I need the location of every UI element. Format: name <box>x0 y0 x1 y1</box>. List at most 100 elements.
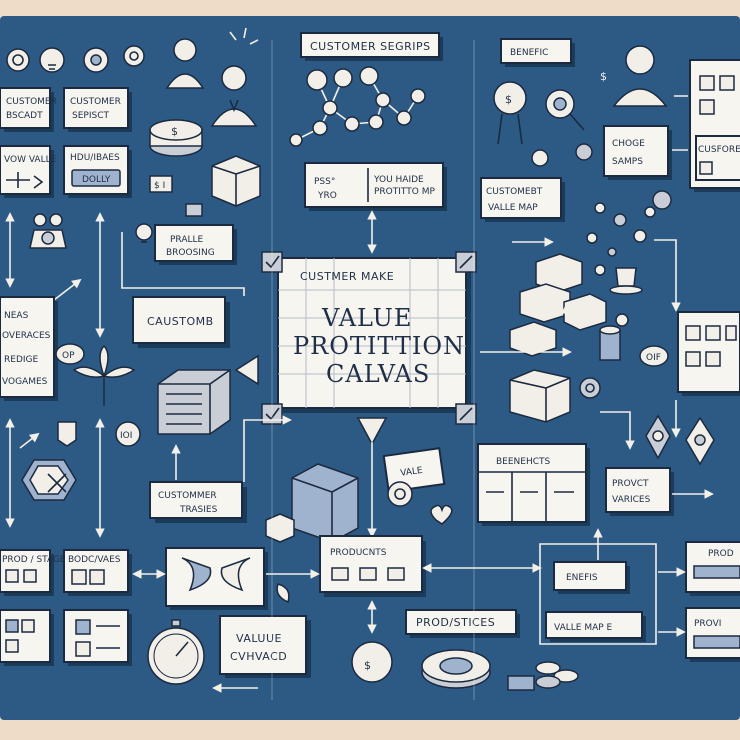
svg-text:OP: OP <box>62 351 75 361</box>
svg-text:BROOSING: BROOSING <box>166 248 215 258</box>
cube-icon <box>265 513 295 543</box>
value-proposition-canvas: CUSTMER MAKE VALUE PROTITTION CALVAS <box>277 257 471 413</box>
canvas-grid <box>278 258 466 408</box>
coin-icon <box>387 481 413 507</box>
svg-text:OVERACES: OVERACES <box>2 331 51 341</box>
svg-text:ENEFIS: ENEFIS <box>566 573 598 583</box>
svg-text:HDU/IBAES: HDU/IBAES <box>70 153 120 163</box>
svg-text:VALUUE: VALUUE <box>236 632 282 645</box>
svg-text:OIF: OIF <box>646 353 661 363</box>
dollar-sign-icon: $ <box>600 70 607 83</box>
hdu-ibaes-card: HDU/IBAES DOLLY <box>63 145 132 198</box>
svg-text:VARICES: VARICES <box>612 495 651 505</box>
svg-text:DOLLY: DOLLY <box>82 175 111 185</box>
svg-text:CUSTOMER SEGRIPS: CUSTOMER SEGRIPS <box>310 40 431 53</box>
dots-scatter <box>586 190 672 276</box>
svg-text:CUSTOMER: CUSTOMER <box>6 97 57 107</box>
connector-line <box>654 239 681 312</box>
person-icon <box>210 65 258 127</box>
svg-text:VALE: VALE <box>400 466 424 479</box>
svg-text:VALLE MAP: VALLE MAP <box>488 203 538 213</box>
connector-frame <box>539 543 657 645</box>
svg-text:PROD: PROD <box>708 549 734 559</box>
svg-text:$: $ <box>171 125 179 138</box>
prod-right-card: PROD <box>685 541 740 596</box>
svg-text:VALLE MAP E: VALLE MAP E <box>554 623 613 633</box>
svg-text:PROVI: PROVI <box>694 619 721 629</box>
crate-icon <box>157 369 231 435</box>
puzzle-icon <box>29 213 67 249</box>
customer-sepisct-card: CUSTOMER SEPISCT <box>63 87 132 132</box>
list-card <box>0 609 54 666</box>
person-icon <box>165 38 205 89</box>
caustomb-card: CAUSTOMB <box>132 296 230 348</box>
stopwatch-icon <box>147 619 205 685</box>
customer-segrips-card: CUSTOMER SEGRIPS <box>300 32 443 61</box>
svg-text:SAMPS: SAMPS <box>612 157 643 167</box>
svg-text:REDIGE: REDIGE <box>4 355 38 365</box>
svg-text:$ I: $ I <box>154 181 165 191</box>
benefic-card: BENEFIC <box>500 38 575 67</box>
play-triangle-icon <box>234 354 259 386</box>
pralle-card: PRALLE BROOSING <box>154 224 237 265</box>
vow-valle-card: VOW VALLE <box>0 145 57 198</box>
checkbox-icon <box>261 403 283 425</box>
value-cvhvacd-card: VALUUE CVHVACD <box>219 615 311 678</box>
benefits-card: BEENEHCTS <box>477 443 590 526</box>
coin-pile-icon <box>507 661 579 691</box>
leaf-icon <box>276 583 290 604</box>
svg-text:IOI: IOI <box>120 431 132 441</box>
dollar-coin-icon: $ <box>351 641 393 683</box>
svg-text:CAUSTOMB: CAUSTOMB <box>147 315 214 328</box>
paper-stack-icon <box>291 463 359 543</box>
coffee-cup-icon <box>609 267 643 295</box>
svg-text:BODC/VAES: BODC/VAES <box>68 555 121 565</box>
svg-text:SEPISCT: SEPISCT <box>72 111 109 121</box>
dashboard-panel <box>677 311 740 396</box>
checkbox-icon <box>455 251 477 273</box>
arrow <box>243 415 292 482</box>
gear-icon <box>83 47 109 73</box>
checkbox-icon <box>455 403 477 425</box>
svg-text:CVHVACD: CVHVACD <box>230 650 287 663</box>
prod-stage-card: PROD / STAGE <box>0 549 66 596</box>
svg-text:$: $ <box>505 93 513 106</box>
heart-icon <box>430 504 453 525</box>
provct-varices-card: PROVCT VARICES <box>605 467 674 516</box>
person-head-icon <box>685 416 715 466</box>
svg-text:VOGAMES: VOGAMES <box>2 377 48 387</box>
svg-text:BEENEHCTS: BEENEHCTS <box>496 457 551 467</box>
svg-text:VOW VALLE: VOW VALLE <box>4 155 57 165</box>
svg-text:CUSFORERL: CUSFORERL <box>698 145 740 155</box>
roll-icon <box>579 377 601 399</box>
cubes-icon <box>509 369 571 423</box>
connector-line <box>672 95 688 151</box>
magnifier-icon <box>545 89 585 131</box>
shield-badge-icon <box>57 421 77 447</box>
connector-line <box>600 411 635 450</box>
lightbulb-icon <box>6 48 30 72</box>
svg-text:CUSTOMER: CUSTOMER <box>70 97 121 107</box>
bodc-vaes-card: BODC/VAES <box>63 549 132 596</box>
page-title-line-3: CALVAS <box>326 360 430 388</box>
card-icon: $ I <box>149 175 173 193</box>
customer-value-map-card: CUSTOMEBT VALLE MAP <box>480 177 565 222</box>
svg-text:YOU HAIDE: YOU HAIDE <box>373 175 424 185</box>
award-badge-icon: $ <box>493 81 527 145</box>
small-badge-icon: IOI <box>115 421 141 447</box>
svg-text:PROD / STAGE: PROD / STAGE <box>2 555 66 565</box>
box-icon <box>211 155 261 207</box>
down-triangle-icon <box>356 417 388 446</box>
checklist-panel: CUSFORERL <box>689 59 740 192</box>
svg-text:CHOGE: CHOGE <box>612 139 645 149</box>
customer-trasies-card: CUSTOMMER TRASIES <box>149 481 247 523</box>
svg-text:PSS°: PSS° <box>314 177 335 187</box>
prod-stices-card: PROD/STICES <box>405 609 520 638</box>
arrow <box>19 432 40 449</box>
recycle-icon <box>21 459 77 501</box>
small-cube-icon <box>185 203 203 217</box>
boxes-stack-icon <box>509 253 607 357</box>
leaf-plant-icon <box>72 344 136 406</box>
customer-bscadt-card: CUSTOMER BSCADT <box>0 87 57 132</box>
